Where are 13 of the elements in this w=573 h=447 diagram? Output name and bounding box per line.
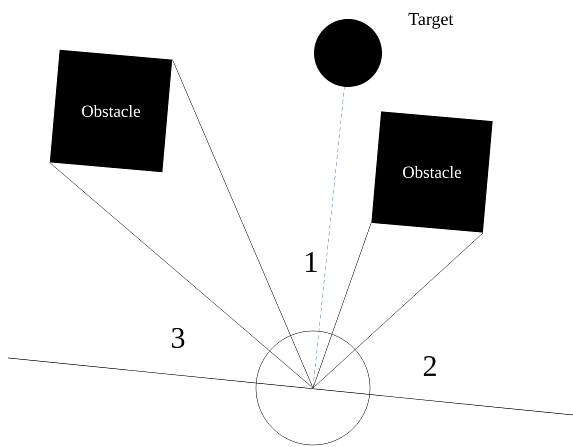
region-number: 1 <box>306 252 317 272</box>
region-number: 3 <box>172 328 184 348</box>
sensor-circle <box>256 330 370 446</box>
region-number: 2 <box>424 356 436 376</box>
target-label: Target <box>408 13 454 29</box>
sight-line <box>312 86 345 388</box>
sight-line <box>312 222 372 388</box>
sight-line <box>49 162 314 388</box>
sight-line <box>312 232 484 388</box>
obstacle-box: Obstacle <box>371 111 493 233</box>
obstacle-box: Obstacle <box>50 50 172 172</box>
target-circle <box>314 19 382 87</box>
sight-line <box>172 59 314 388</box>
